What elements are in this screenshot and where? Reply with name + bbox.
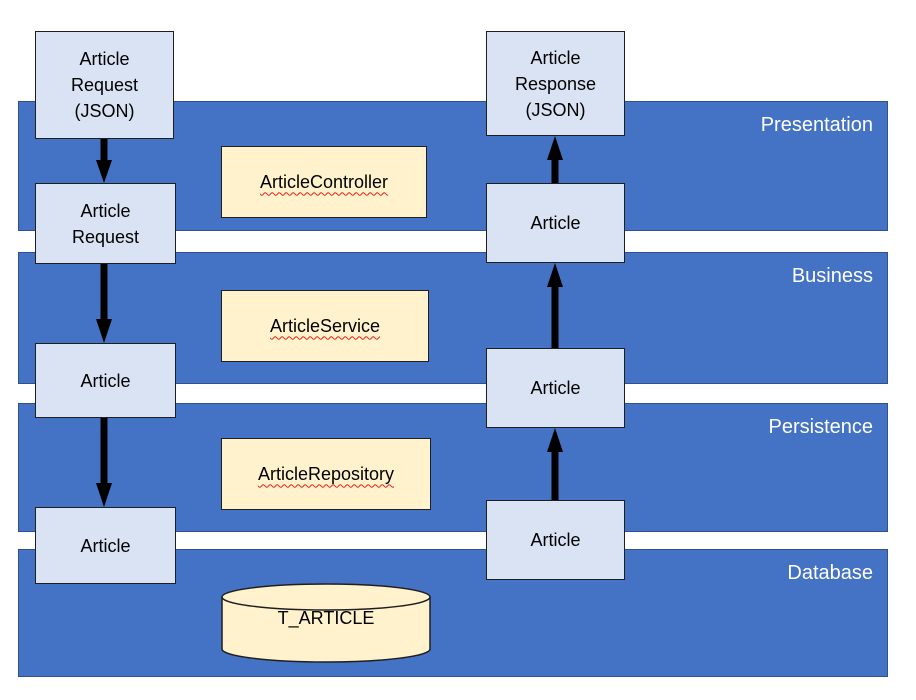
right-presentation-article-label: Article xyxy=(530,213,581,233)
article-request-box: Article Request xyxy=(35,183,176,264)
arrowhead-request-to-business-article xyxy=(96,319,112,343)
article-request-json-box: Article Request (JSON) xyxy=(35,31,174,139)
article-response-json-box: Article Response (JSON) xyxy=(486,31,625,136)
left-persistence-article-box: Article xyxy=(35,507,176,584)
article-service-box: ArticleService xyxy=(221,290,429,362)
presentation-layer-label: Presentation xyxy=(760,114,873,136)
right-business-article-box: Article xyxy=(486,348,625,428)
article-request-json-label: Article Request (JSON) xyxy=(70,49,139,121)
article-service-label: ArticleService xyxy=(269,315,381,336)
left-persistence-article-label: Article xyxy=(80,535,131,556)
article-request-label: Article Request xyxy=(71,200,140,247)
t-article-table-label: T_ARTICLE xyxy=(277,608,375,628)
business-layer-label: Business xyxy=(791,265,873,287)
arrowhead-request-json-to-request xyxy=(96,160,112,183)
arrowhead-business-to-persistence-article xyxy=(96,483,112,507)
right-persistence-article-label: Article xyxy=(530,530,581,550)
persistence-layer-label: Persistence xyxy=(768,416,874,438)
article-repository-box: ArticleRepository xyxy=(221,438,431,510)
left-business-article-label: Article xyxy=(80,370,131,391)
right-presentation-article-box: Article xyxy=(486,183,625,263)
right-business-article-label: Article xyxy=(530,378,581,398)
article-repository-label: ArticleRepository xyxy=(257,463,395,484)
arrowhead-persistence-to-business-article xyxy=(547,428,563,452)
arrowhead-business-to-presentation-article xyxy=(547,263,563,287)
arrowhead-presentation-article-to-response-json xyxy=(547,136,563,160)
left-business-article-box: Article xyxy=(35,343,176,418)
right-persistence-article-box: Article xyxy=(486,500,625,580)
article-controller-box: ArticleController xyxy=(221,146,427,218)
article-response-json-label: Article Response (JSON) xyxy=(514,47,597,120)
database-layer-label: Database xyxy=(787,562,873,584)
article-controller-label: ArticleController xyxy=(259,171,389,192)
